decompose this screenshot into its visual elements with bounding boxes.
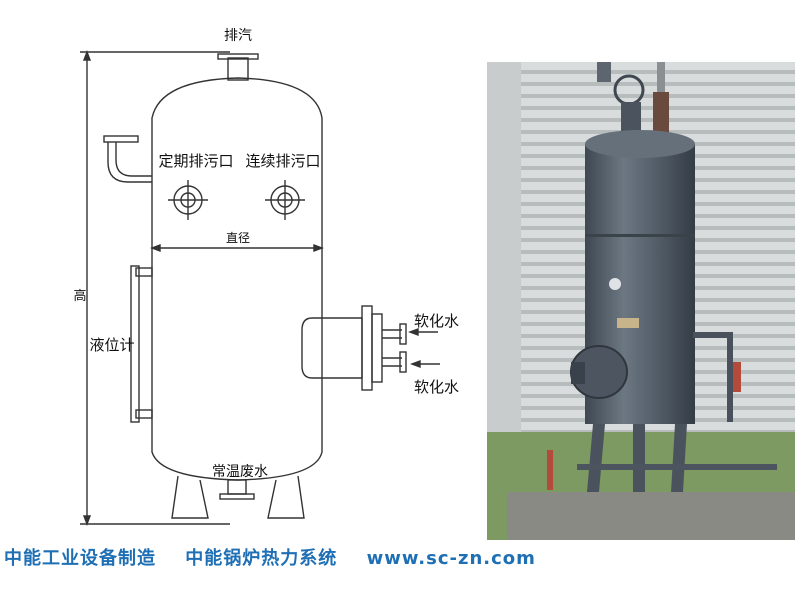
bottom-drain	[227, 479, 247, 495]
level-gauge	[130, 265, 140, 423]
periodic-blowdown-label: 定期排污口	[158, 152, 233, 170]
vessel-photo	[487, 62, 795, 540]
diameter-label: 直径	[226, 231, 250, 245]
softened-water-in-label: 软化水	[414, 378, 459, 396]
level-gauge-label: 液位计	[89, 336, 134, 354]
continuous-blowdown-port	[265, 180, 305, 220]
softened-water-out-label: 软化水	[414, 312, 459, 330]
footer-website[interactable]: www.sc-zn.com	[366, 548, 536, 569]
vessel-outline	[151, 77, 323, 481]
height-label: 高	[73, 288, 86, 304]
periodic-blowdown-port	[168, 180, 208, 220]
vessel-diagram: 排汽 定期排污口 连续排污口 直径 高 液位计 软化水 软化水 常温废水	[73, 28, 459, 526]
inlet-bent-pipe	[107, 142, 152, 183]
exhaust-label: 排汽	[224, 28, 252, 44]
left-leg	[171, 475, 209, 519]
footer-bar: 中能工业设备制造 中能锅炉热力系统 www.sc-zn.com	[4, 544, 794, 574]
side-heat-exchanger	[301, 317, 363, 379]
ambient-wastewater-label: 常温废水	[212, 464, 268, 480]
continuous-blowdown-label: 连续排污口	[245, 152, 320, 170]
right-leg	[267, 475, 305, 519]
exhaust-flange	[217, 53, 259, 60]
footer-company: 中能工业设备制造	[4, 548, 156, 569]
footer-system: 中能锅炉热力系统	[185, 548, 338, 569]
exhaust-pipe	[227, 57, 249, 81]
bent-pipe-flange	[103, 135, 139, 143]
